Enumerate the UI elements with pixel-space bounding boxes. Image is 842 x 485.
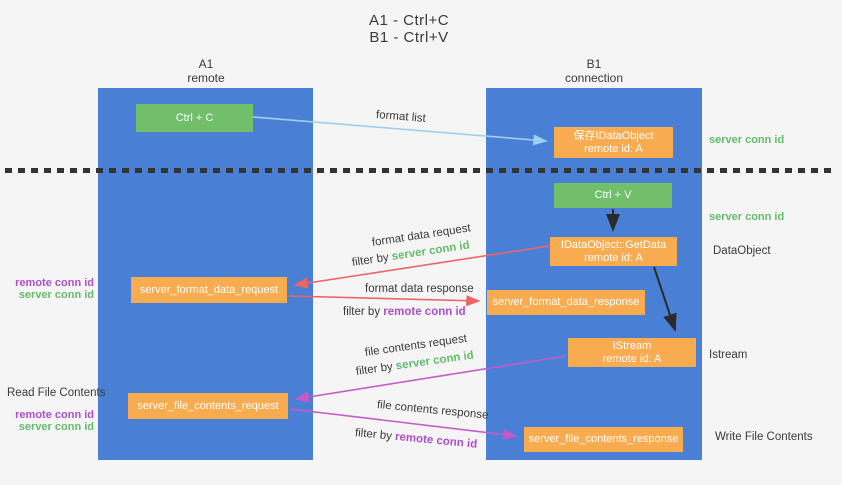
left-label-read-file-contents: Read File Contents [7, 387, 106, 399]
label-filter-by-server-conn-id-1: filter by server conn id [351, 239, 470, 268]
node-istream-line1: IStream [612, 339, 652, 352]
lane-a-title: A1 [198, 57, 214, 71]
label-file-contents-response: file contents response [376, 399, 489, 422]
node-ctrl-c-label: Ctrl + C [175, 111, 214, 124]
node-ctrl-v-label: Ctrl + V [594, 189, 632, 201]
right-label-dataobject: DataObject [713, 245, 771, 257]
node-istream: IStream remote id: A [568, 338, 696, 367]
filter-by-text-1: filter by [351, 251, 393, 269]
node-format-response-label: server_format_data_response [492, 296, 640, 308]
node-server-format-data-request: server_format_data_request [131, 277, 287, 303]
title-line-1: A1 - Ctrl+C [368, 12, 450, 29]
node-file-response-label: server_file_contents_response [528, 433, 679, 445]
right-label-server-conn-id-top: server conn id [709, 134, 785, 146]
node-format-request-label: server_format_data_request [139, 283, 279, 296]
lane-b-header: B1 connection [565, 57, 623, 85]
node-save-idataobject: 保存IDataObject remote id: A [554, 127, 673, 158]
node-ctrl-c: Ctrl + C [136, 104, 253, 132]
filter-by-text-2: filter by [343, 306, 384, 318]
label-format-list: format list [375, 109, 427, 125]
left-label-server-conn-id: server conn id [18, 289, 94, 301]
node-server-file-contents-request: server_file_contents_request [128, 393, 288, 419]
lane-b-subtitle: connection [564, 71, 624, 85]
right-label-istream: Istream [709, 349, 748, 361]
lane-b-title: B1 [586, 57, 602, 71]
filter-by-text-3: filter by [355, 360, 397, 378]
title-line-2: B1 - Ctrl+V [369, 29, 449, 46]
lane-a-subtitle: remote [187, 71, 225, 85]
right-label-write-file-contents: Write File Contents [715, 431, 813, 443]
filter-by-text-4: filter by [354, 427, 396, 443]
left-label-file-server-conn-id: server conn id [18, 421, 94, 433]
right-label-server-conn-id-mid: server conn id [709, 211, 785, 223]
lane-a-header: A1 remote [187, 57, 224, 85]
node-save-idataobject-line2: remote id: A [584, 142, 643, 155]
left-label-format-conn-ids: remote conn id server conn id [15, 277, 94, 301]
label-format-data-response: format data response [365, 283, 474, 295]
filter-key-remote-conn-id-2: remote conn id [394, 430, 478, 451]
node-file-request-label: server_file_contents_request [137, 399, 279, 412]
node-server-file-contents-response: server_file_contents_response [524, 427, 683, 452]
diagram-title: A1 - Ctrl+C B1 - Ctrl+V [369, 12, 449, 46]
filter-key-remote-conn-id-1: remote conn id [383, 306, 466, 318]
node-save-idataobject-line1: 保存IDataObject [573, 129, 654, 142]
left-label-remote-conn-id: remote conn id [15, 277, 94, 289]
node-getdata-line2: remote id: A [584, 251, 643, 264]
left-label-file-conn-ids: remote conn id server conn id [15, 409, 94, 433]
phase-separator-dotted-line [5, 168, 837, 173]
arrow-format-data-response [288, 295, 481, 307]
node-ctrl-v: Ctrl + V [554, 183, 672, 208]
node-server-format-data-response: server_format_data_response [487, 290, 645, 315]
node-idataobject-getdata: IDataObject::GetData remote id: A [550, 237, 677, 266]
label-filter-by-remote-conn-id-2: filter by remote conn id [354, 427, 477, 451]
node-getdata-line1: IDataObject::GetData [560, 238, 667, 251]
node-istream-line2: remote id: A [602, 352, 662, 365]
left-label-file-remote-conn-id: remote conn id [15, 409, 94, 421]
label-filter-by-remote-conn-id-1: filter by remote conn id [343, 306, 466, 318]
